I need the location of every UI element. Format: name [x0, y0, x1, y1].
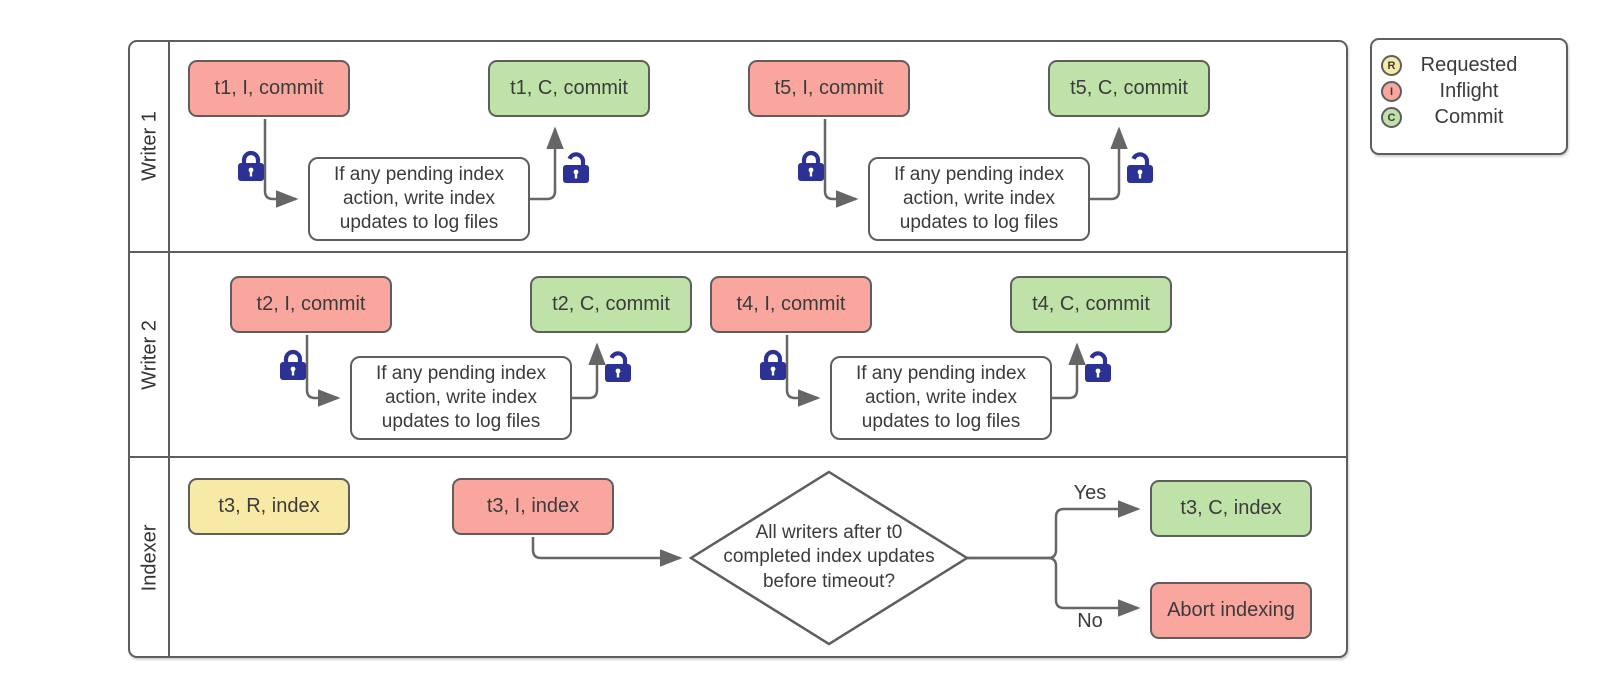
requested-badge-icon: R: [1381, 55, 1402, 76]
branch-label-no: No: [1077, 610, 1103, 632]
commit-badge-icon: C: [1381, 107, 1402, 128]
lock-closed-icon: [760, 352, 786, 380]
connector-t3i-to-decision: [531, 537, 683, 567]
branch-label-yes: Yes: [1073, 482, 1107, 504]
connector-process-to-t4c: [1052, 342, 1086, 400]
legend-item-inflight: I Inflight: [1372, 79, 1566, 105]
node-abort-indexing: Abort indexing: [1150, 582, 1312, 639]
legend-item-commit: C Commit: [1372, 105, 1566, 131]
lane-label-column: [128, 40, 170, 658]
lock-open-icon: [605, 353, 631, 382]
process-box: If any pending index action, write index…: [308, 157, 530, 241]
node-t2-commit: t2, C, commit: [530, 276, 692, 333]
lock-closed-icon: [238, 153, 264, 181]
legend-label: Commit: [1434, 106, 1504, 128]
process-box: If any pending index action, write index…: [830, 356, 1052, 440]
lock-closed-icon: [798, 153, 824, 181]
lock-open-icon: [1085, 353, 1111, 382]
legend-label: Requested: [1420, 54, 1518, 76]
connector-process-to-t5c: [1090, 126, 1128, 201]
inflight-badge-icon: I: [1381, 81, 1402, 102]
node-t3-inflight: t3, I, index: [452, 478, 614, 535]
connector-decision-yes: [967, 500, 1141, 560]
process-box: If any pending index action, write index…: [350, 356, 572, 440]
legend-item-requested: R Requested: [1372, 53, 1566, 79]
legend-label: Inflight: [1439, 80, 1499, 102]
node-t2-inflight: t2, I, commit: [230, 276, 392, 333]
node-t3-commit: t3, C, index: [1150, 480, 1312, 537]
node-t1-inflight: t1, I, commit: [188, 60, 350, 117]
connector-process-to-t2c: [572, 342, 606, 400]
decision-diamond: [688, 470, 970, 646]
lock-open-icon: [1127, 154, 1153, 183]
connector-t1i-to-process: [263, 119, 299, 208]
connector-t5i-to-process: [823, 119, 859, 208]
lock-open-icon: [563, 154, 589, 183]
connector-process-to-t1c: [530, 126, 564, 201]
lane-divider-1: [128, 251, 1348, 253]
lane-divider-2: [128, 456, 1348, 458]
process-box: If any pending index action, write index…: [868, 157, 1090, 241]
node-t4-commit: t4, C, commit: [1010, 276, 1172, 333]
node-t3-requested: t3, R, index: [188, 478, 350, 535]
decision-question: All writers after t0 completed index upd…: [723, 522, 935, 592]
node-t4-inflight: t4, I, commit: [710, 276, 872, 333]
node-t1-commit: t1, C, commit: [488, 60, 650, 117]
legend: R Requested I Inflight C Commit: [1370, 38, 1568, 155]
node-t5-inflight: t5, I, commit: [748, 60, 910, 117]
connector-decision-no: [967, 556, 1141, 617]
node-t5-commit: t5, C, commit: [1048, 60, 1210, 117]
lock-closed-icon: [280, 352, 306, 380]
connector-t4i-to-process: [785, 335, 821, 407]
connector-t2i-to-process: [305, 335, 341, 407]
